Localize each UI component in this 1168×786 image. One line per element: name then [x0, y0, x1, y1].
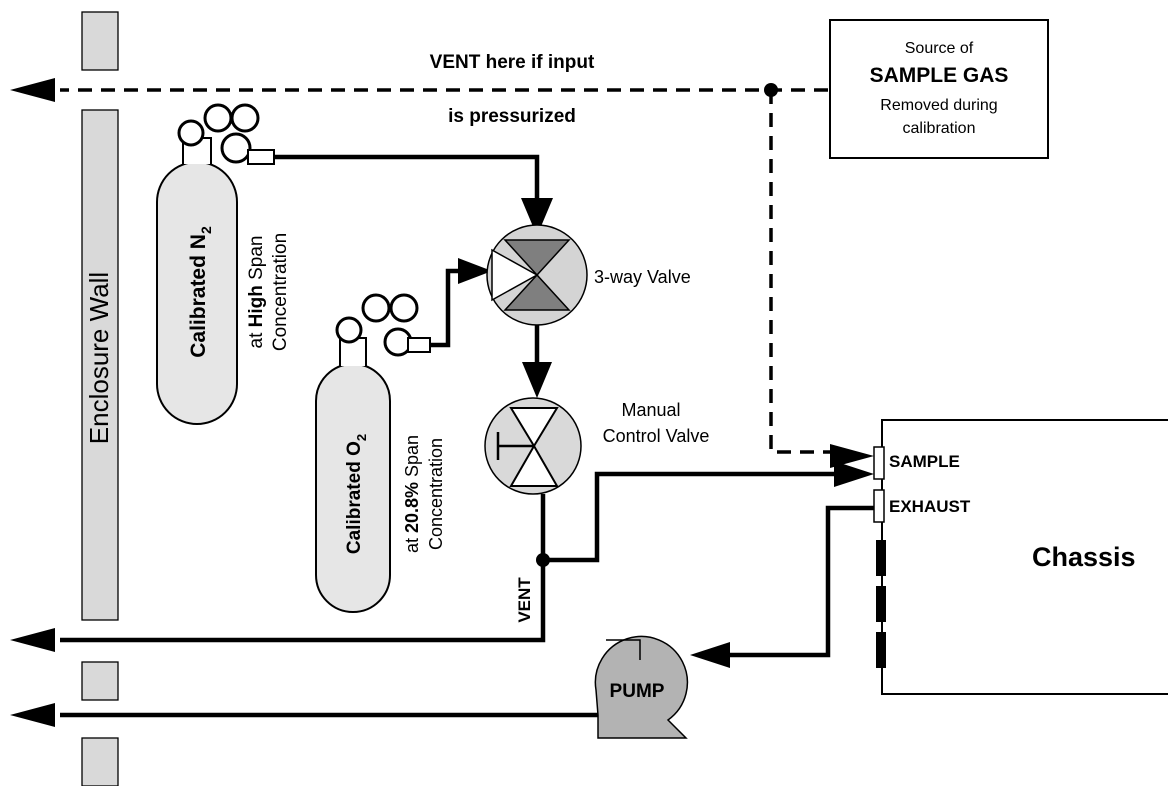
o2-gauge-1 [335, 316, 363, 344]
three-way-valve-top-wedge [503, 239, 571, 277]
source-line1: Source of [905, 40, 974, 57]
o2-outlet [407, 337, 431, 353]
o2-gauge-3 [389, 293, 419, 323]
manual-valve-outlet-pipe [60, 494, 546, 643]
o2-label-subscript: 2 [354, 434, 369, 441]
vent-label: VENT [515, 577, 534, 623]
o2-span: Span [402, 435, 422, 482]
source-line2: SAMPLE GAS [870, 64, 1009, 87]
vent-arrow-middle [10, 628, 55, 652]
n2-gauge-3 [230, 103, 260, 133]
sample-port [873, 446, 885, 480]
n2-gauge-2 [203, 103, 233, 133]
chassis-connector-1 [876, 540, 886, 576]
three-way-valve-side-wedge [491, 248, 539, 302]
valve-connector-arrow [522, 362, 552, 398]
n2-span: Span [246, 236, 267, 286]
wall-segment-middle [81, 661, 119, 701]
three-way-valve-label: 3-way Valve [594, 267, 691, 287]
exhaust-pipe-arrow [690, 642, 730, 668]
exhaust-port [873, 489, 885, 523]
n2-label-subscript: 2 [198, 226, 214, 234]
sample-pipe [543, 471, 834, 563]
pump-inlet [606, 639, 641, 660]
pump-label: PUMP [610, 681, 665, 702]
o2-gauge-2 [361, 293, 391, 323]
o2-concentration-label: Concentration [426, 438, 446, 550]
three-way-valve-bottom-wedge [503, 273, 571, 311]
o2-label-prefix: Calibrated O [344, 441, 365, 554]
chassis-connector-2 [876, 586, 886, 622]
manual-valve-stem [496, 432, 534, 460]
chassis-label: Chassis [1032, 542, 1136, 572]
source-line3: Removed during [880, 97, 997, 114]
manual-valve-top-wedge [509, 407, 559, 448]
manual-valve-label-line1: Manual [621, 400, 680, 420]
sample-pipe-arrow [834, 461, 874, 487]
vent-label-line1: VENT here if input [430, 52, 595, 73]
enclosure-wall-label: Enclosure Wall [84, 272, 114, 444]
o2-span-label: at 20.8% Span [402, 435, 422, 553]
vent-label-line2: is pressurized [448, 106, 576, 127]
n2-outlet [247, 149, 275, 165]
n2-pipe-arrow [521, 198, 553, 236]
source-line4: calibration [903, 120, 976, 137]
pump-body [594, 635, 689, 739]
o2-at-bold: 20.8% [402, 482, 422, 533]
wall-segment-bottom [81, 737, 119, 786]
enclosure-wall [81, 109, 119, 621]
sample-gas-source-box [829, 19, 1049, 159]
sample-dashed-line [769, 90, 830, 454]
sample-dashed-arrow [830, 444, 874, 468]
o2-pipe-arrow [458, 258, 492, 284]
sample-port-label: SAMPLE [889, 452, 960, 471]
vent-arrow-bottom [10, 703, 55, 727]
n2-span-label: at High Span [246, 236, 267, 349]
wall-segment-top [81, 11, 119, 71]
vent-arrow-top [10, 78, 55, 102]
o2-label: Calibrated O2 [344, 434, 369, 554]
n2-label: Calibrated N2 [187, 226, 214, 358]
manual-valve-bottom-wedge [509, 443, 559, 487]
n2-gauge-1 [177, 119, 205, 147]
manual-valve-label-line2: Control Valve [603, 426, 710, 446]
n2-at: at [246, 327, 267, 348]
chassis-connector-3 [876, 632, 886, 668]
n2-at-bold: High [246, 285, 267, 327]
n2-gauge-4 [220, 132, 252, 164]
chassis [881, 419, 1168, 695]
n2-label-prefix: Calibrated N [187, 234, 210, 358]
exhaust-pipe [730, 505, 874, 658]
exhaust-port-label: EXHAUST [889, 497, 971, 516]
o2-pipe [430, 268, 460, 348]
o2-at: at [402, 533, 422, 553]
n2-concentration-label: Concentration [270, 233, 291, 351]
n2-pipe [274, 154, 540, 198]
